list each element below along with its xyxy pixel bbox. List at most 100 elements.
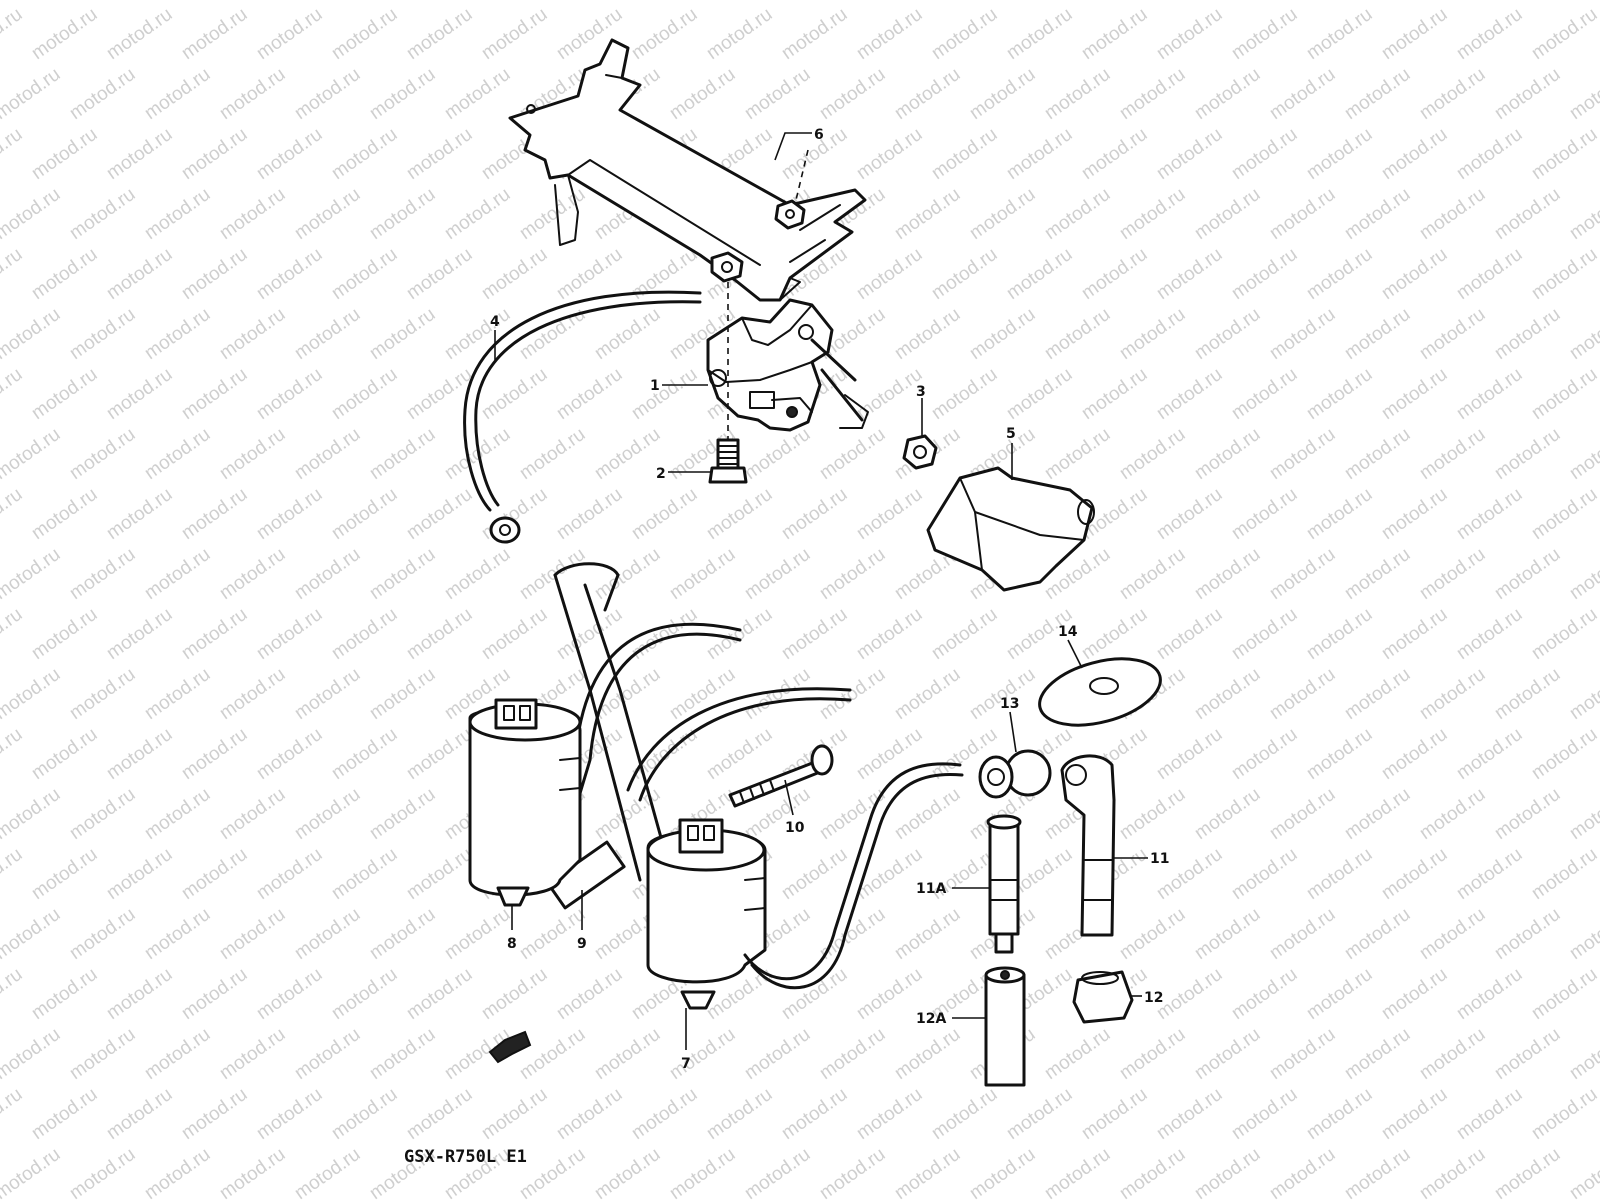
watermark-text: motod.ru bbox=[741, 1144, 814, 1200]
watermark-text: motod.ru bbox=[1566, 1024, 1600, 1084]
watermark-text: motod.ru bbox=[516, 904, 589, 964]
watermark-text: motod.ru bbox=[0, 784, 64, 844]
watermark-text: motod.ru bbox=[66, 64, 139, 124]
watermark-text: motod.ru bbox=[1453, 964, 1526, 1024]
watermark-text: motod.ru bbox=[253, 244, 326, 304]
watermark-text: motod.ru bbox=[0, 1024, 64, 1084]
watermark-text: motod.ru bbox=[366, 664, 439, 724]
watermark-text: motod.ru bbox=[1191, 0, 1264, 4]
watermark-text: motod.ru bbox=[628, 4, 701, 64]
watermark-text: motod.ru bbox=[478, 964, 551, 1024]
watermark-text: motod.ru bbox=[66, 304, 139, 364]
watermark-text: motod.ru bbox=[28, 124, 101, 184]
front-direction-arrow-icon bbox=[488, 1030, 532, 1064]
watermark-text: motod.ru bbox=[103, 844, 176, 904]
watermark-text: motod.ru bbox=[403, 724, 476, 784]
watermark-text: motod.ru bbox=[1303, 724, 1376, 784]
watermark-text: motod.ru bbox=[1566, 424, 1600, 484]
watermark-text: motod.ru bbox=[0, 244, 26, 304]
watermark-text: motod.ru bbox=[778, 4, 851, 64]
watermark-text: motod.ru bbox=[516, 544, 589, 604]
watermark-text: motod.ru bbox=[0, 724, 26, 784]
model-caption: GSX-R750L E1 bbox=[404, 1147, 527, 1167]
cover-part bbox=[926, 466, 1095, 592]
hex-cap-part bbox=[1072, 970, 1134, 1024]
watermark-text: motod.ru bbox=[928, 604, 1001, 664]
watermark-text: motod.ru bbox=[1491, 64, 1564, 124]
label-part-5: 5 bbox=[1006, 426, 1016, 442]
watermark-text: motod.ru bbox=[1341, 784, 1414, 844]
watermark-text: motod.ru bbox=[178, 484, 251, 544]
watermark-text: motod.ru bbox=[553, 364, 626, 424]
watermark-text: motod.ru bbox=[1228, 124, 1301, 184]
watermark-text: motod.ru bbox=[1191, 1144, 1264, 1200]
watermark-text: motod.ru bbox=[1416, 304, 1489, 364]
watermark-text: motod.ru bbox=[1378, 124, 1451, 184]
watermark-text: motod.ru bbox=[1228, 844, 1301, 904]
label-part-11a: 11A bbox=[916, 881, 946, 897]
watermark-text: motod.ru bbox=[553, 484, 626, 544]
watermark-text: motod.ru bbox=[1191, 1024, 1264, 1084]
watermark-text: motod.ru bbox=[1528, 844, 1600, 904]
watermark-text: motod.ru bbox=[141, 664, 214, 724]
watermark-text: motod.ru bbox=[178, 724, 251, 784]
alignment-line-6 bbox=[795, 149, 809, 201]
watermark-text: motod.ru bbox=[291, 0, 364, 4]
watermark-text: motod.ru bbox=[366, 304, 439, 364]
watermark-text: motod.ru bbox=[891, 1024, 964, 1084]
watermark-text: motod.ru bbox=[1453, 484, 1526, 544]
watermark-text: motod.ru bbox=[1266, 544, 1339, 604]
watermark-text: motod.ru bbox=[0, 124, 26, 184]
watermark-text: motod.ru bbox=[253, 124, 326, 184]
watermark-text: motod.ru bbox=[1191, 64, 1264, 124]
watermark-text: motod.ru bbox=[853, 1084, 926, 1144]
watermark-text: motod.ru bbox=[1266, 64, 1339, 124]
label-part-14: 14 bbox=[1058, 624, 1078, 640]
watermark-text: motod.ru bbox=[253, 724, 326, 784]
watermark-text: motod.ru bbox=[178, 4, 251, 64]
watermark-text: motod.ru bbox=[478, 1084, 551, 1144]
watermark-text: motod.ru bbox=[1041, 304, 1114, 364]
watermark-text: motod.ru bbox=[516, 424, 589, 484]
watermark-text: motod.ru bbox=[966, 304, 1039, 364]
watermark-text: motod.ru bbox=[1116, 784, 1189, 844]
watermark-text: motod.ru bbox=[628, 244, 701, 304]
watermark-text: motod.ru bbox=[928, 124, 1001, 184]
watermark-text: motod.ru bbox=[591, 424, 664, 484]
watermark-text: motod.ru bbox=[66, 664, 139, 724]
watermark-text: motod.ru bbox=[966, 64, 1039, 124]
watermark-text: motod.ru bbox=[1266, 424, 1339, 484]
watermark-text: motod.ru bbox=[141, 424, 214, 484]
watermark-text: motod.ru bbox=[1003, 364, 1076, 424]
watermark-text: motod.ru bbox=[216, 0, 289, 4]
watermark-text: motod.ru bbox=[778, 1084, 851, 1144]
watermark-text: motod.ru bbox=[1228, 964, 1301, 1024]
watermark-text: motod.ru bbox=[216, 424, 289, 484]
watermark-text: motod.ru bbox=[366, 784, 439, 844]
watermark-text: motod.ru bbox=[478, 244, 551, 304]
watermark-text: motod.ru bbox=[1116, 0, 1189, 4]
watermark-text: motod.ru bbox=[666, 544, 739, 604]
watermark-text: motod.ru bbox=[1528, 964, 1600, 1024]
watermark-text: motod.ru bbox=[328, 364, 401, 424]
label-part-4: 4 bbox=[490, 314, 500, 330]
watermark-text: motod.ru bbox=[816, 424, 889, 484]
watermark-text: motod.ru bbox=[1266, 184, 1339, 244]
watermark-text: motod.ru bbox=[291, 664, 364, 724]
watermark-text: motod.ru bbox=[966, 0, 1039, 4]
watermark-text: motod.ru bbox=[0, 64, 64, 124]
watermark-text: motod.ru bbox=[1228, 604, 1301, 664]
label-part-8: 8 bbox=[507, 936, 517, 952]
label-part-6: 6 bbox=[814, 127, 824, 143]
watermark-text: motod.ru bbox=[666, 0, 739, 4]
watermark-text: motod.ru bbox=[0, 364, 26, 424]
watermark-text: motod.ru bbox=[0, 664, 64, 724]
watermark-text: motod.ru bbox=[928, 364, 1001, 424]
watermark-text: motod.ru bbox=[1303, 1084, 1376, 1144]
watermark-text: motod.ru bbox=[0, 304, 64, 364]
watermark-text: motod.ru bbox=[741, 1024, 814, 1084]
watermark-text: motod.ru bbox=[1078, 1084, 1151, 1144]
watermark-text: motod.ru bbox=[253, 964, 326, 1024]
watermark-text: motod.ru bbox=[1341, 424, 1414, 484]
